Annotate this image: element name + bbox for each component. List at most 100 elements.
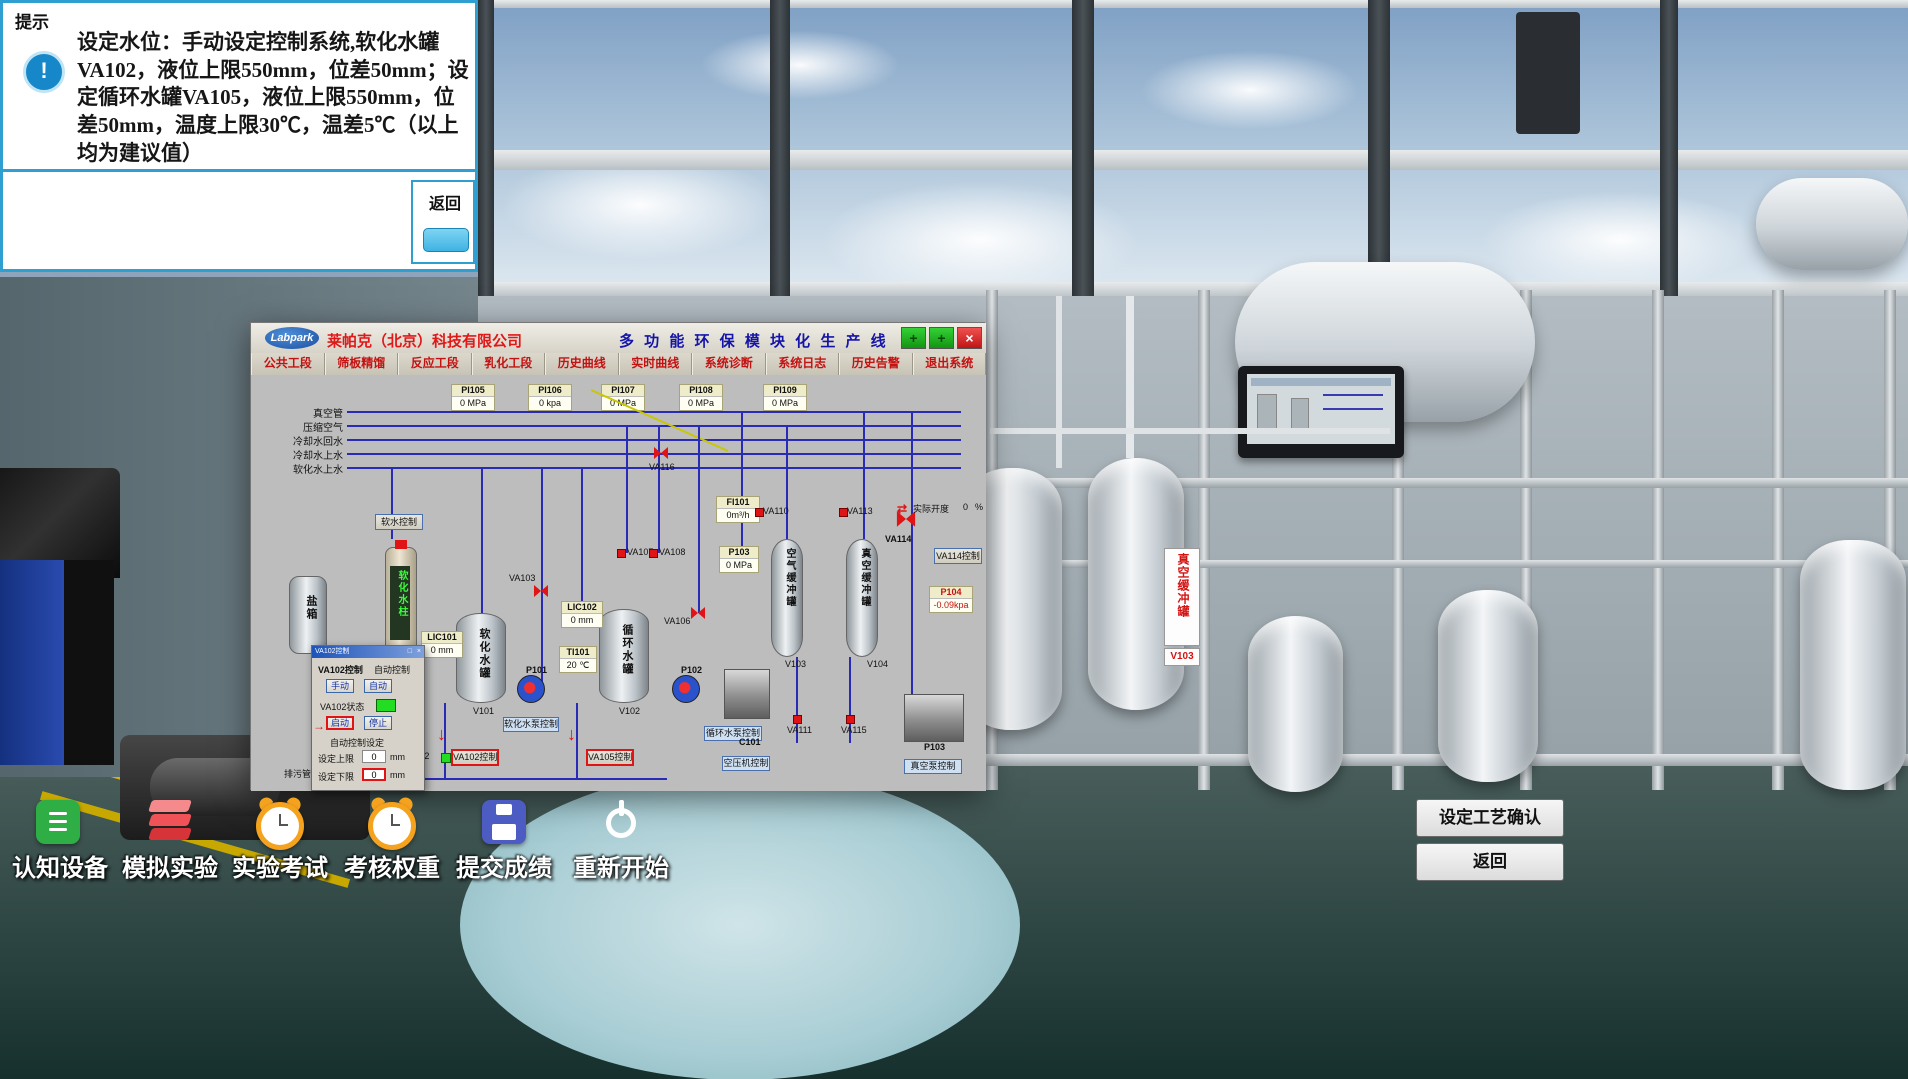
- gauge-tag: FI101: [717, 497, 759, 509]
- value: 0: [726, 510, 732, 520]
- monitor-screen-vessel: [1257, 394, 1277, 432]
- dialog-close-icon[interactable]: ×: [416, 648, 421, 655]
- tab-public-section[interactable]: 公共工段: [251, 353, 325, 375]
- pipe-label-vacuum: 真空管: [313, 409, 343, 420]
- p101-pump-icon: [517, 675, 545, 703]
- process-confirm-button[interactable]: 设定工艺确认: [1416, 799, 1564, 837]
- unit: ℃: [579, 660, 590, 670]
- power-icon: [600, 798, 644, 844]
- alu-post: [1772, 290, 1784, 790]
- process-line: [481, 469, 483, 613]
- tank-code: V103: [1164, 648, 1200, 666]
- process-line: [576, 703, 578, 778]
- toolbar-item-assessment-weight[interactable]: 考核权重: [332, 794, 452, 886]
- monitor-screen-bar: [1251, 378, 1391, 386]
- v102-name: 循环水罐: [621, 624, 633, 676]
- v101-code: V101: [473, 706, 495, 716]
- alu-rail: [980, 478, 1908, 488]
- tab-exit-system[interactable]: 退出系统: [912, 353, 986, 375]
- va102-control-button[interactable]: VA102控制: [451, 749, 499, 766]
- tab-realtime-curve[interactable]: 实时曲线: [618, 353, 692, 375]
- pipe-label-compressed-air: 压缩空气: [303, 423, 343, 434]
- stop-button[interactable]: 停止: [364, 716, 392, 730]
- value: 0: [771, 398, 777, 408]
- toolbar-item-cognition-device[interactable]: 认知设备: [0, 798, 120, 886]
- value: -0.09kpa: [933, 600, 969, 610]
- gauge-value: 0 MPa: [720, 559, 758, 572]
- tab-history-curve[interactable]: 历史曲线: [545, 353, 619, 375]
- window-mullion: [770, 0, 790, 296]
- salt-box-label: 盐箱: [305, 595, 317, 621]
- tab-emulsification-section[interactable]: 乳化工段: [471, 353, 545, 375]
- tab-history-alarm[interactable]: 历史告警: [839, 353, 913, 375]
- window-frame: [478, 0, 1908, 8]
- lower-limit-input[interactable]: [362, 768, 386, 781]
- gauge-ti101: TI101 20 ℃: [559, 646, 597, 673]
- window-arrange-button-1[interactable]: +: [901, 327, 926, 349]
- soft-pump-control-button[interactable]: 软化水泵控制: [503, 717, 559, 732]
- cloud: [1480, 190, 1760, 290]
- toolbar-item-experiment-exam[interactable]: 实验考试: [220, 794, 340, 886]
- alarm-clock-icon: [368, 794, 416, 850]
- manual-button[interactable]: 手动: [326, 679, 354, 693]
- dialog-maximize-icon[interactable]: □: [407, 648, 412, 655]
- window-close-button[interactable]: ×: [957, 327, 982, 349]
- tab-reaction-section[interactable]: 反应工段: [398, 353, 472, 375]
- unit: m³/h: [731, 510, 750, 520]
- va105-control-button[interactable]: VA105控制: [586, 749, 634, 766]
- va102-dialog-titlebar[interactable]: VA102控制 □ ×: [312, 646, 424, 658]
- tab-system-log[interactable]: 系统日志: [765, 353, 839, 375]
- process-line: [863, 413, 865, 539]
- pipe: [1056, 296, 1062, 468]
- lower-limit-unit: mm: [390, 770, 405, 780]
- blue-cabinet: [0, 560, 64, 765]
- hint-return-key[interactable]: [423, 228, 469, 252]
- tab-system-diagnosis[interactable]: 系统诊断: [692, 353, 766, 375]
- valve-va115-label: VA115: [841, 725, 867, 735]
- value: 0: [609, 398, 615, 408]
- gauge-tag: LIC102: [562, 602, 602, 614]
- va114-control-button[interactable]: VA114控制: [934, 548, 982, 564]
- pipe-line: [347, 411, 961, 413]
- monitor-screen-line: [1323, 408, 1383, 410]
- toolbar-item-simulation-experiment[interactable]: 模拟实验: [110, 798, 230, 886]
- footer-back-button[interactable]: 返回: [1416, 843, 1564, 881]
- toolbar-item-restart[interactable]: 重新开始: [556, 798, 686, 886]
- dialog-title: VA102控制: [315, 648, 350, 655]
- pipe: [1126, 296, 1134, 458]
- info-icon: !: [23, 51, 65, 93]
- valve-va103-label: VA103: [509, 573, 536, 583]
- lower-limit-label: 设定下限: [318, 772, 355, 782]
- gauge-tag: TI101: [560, 647, 596, 659]
- pipe-label-soft-water-supply: 软化水上水: [293, 465, 343, 476]
- upper-limit-input[interactable]: [362, 750, 386, 763]
- counter-side: [64, 560, 114, 765]
- window-mullion: [478, 0, 494, 296]
- circ-pump-control-button[interactable]: 循环水泵控制: [704, 726, 762, 741]
- pipe-line: [347, 467, 961, 469]
- unit: mm: [578, 615, 594, 625]
- toolbar-label: 重新开始: [573, 855, 669, 882]
- toolbar-item-submit-score[interactable]: 提交成绩: [444, 798, 564, 886]
- window-mullion: [1660, 0, 1678, 296]
- start-button[interactable]: 启动: [326, 716, 354, 730]
- pipe-line: [347, 425, 961, 427]
- window-sill: [478, 282, 1908, 298]
- process-line: [581, 469, 583, 601]
- toolbar-label: 考核权重: [344, 855, 440, 882]
- hint-return-button[interactable]: 返回: [411, 180, 475, 264]
- compressor-control-button[interactable]: 空压机控制: [722, 756, 770, 771]
- gauge-p104: P104 -0.09kpa: [929, 586, 973, 613]
- tab-sieve-plate-distillation[interactable]: 筛板精馏: [324, 353, 398, 375]
- vacuum-pump-control-button[interactable]: 真空泵控制: [904, 759, 962, 774]
- gauge-fi101: FI101 0m³/h: [716, 496, 760, 523]
- valve-va107-label: VA107: [627, 547, 654, 557]
- dialog-status-light: [376, 699, 396, 712]
- hint-return-label: 返回: [428, 196, 461, 213]
- auto-button[interactable]: 自动: [364, 679, 392, 693]
- scada-menubar: 公共工段 筛板精馏 反应工段 乳化工段 历史曲线 实时曲线 系统诊断 系统日志 …: [251, 353, 986, 376]
- window-arrange-button-2[interactable]: +: [929, 327, 954, 349]
- soft-water-control-button[interactable]: 软水控制: [375, 514, 423, 530]
- process-line: [391, 469, 393, 539]
- v104-code: V104: [867, 659, 889, 669]
